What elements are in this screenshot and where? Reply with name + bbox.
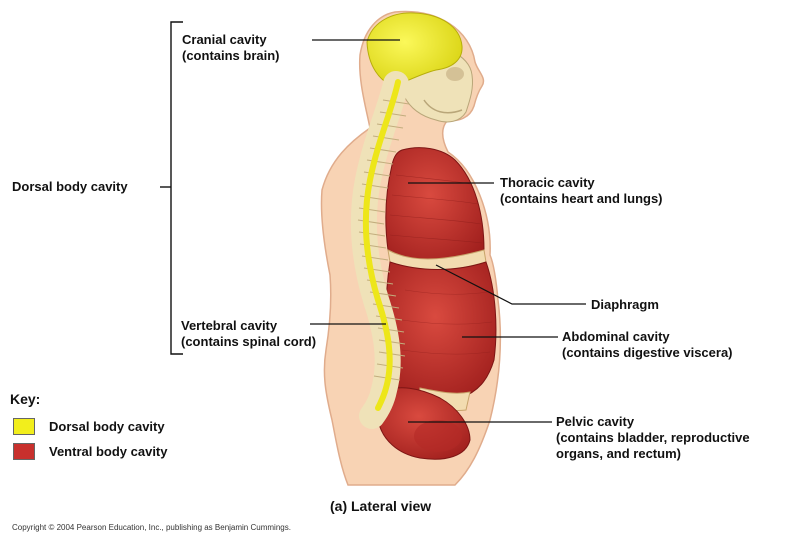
key-title: Key: <box>10 391 41 407</box>
label-abdominal-sub: (contains digestive viscera) <box>562 345 733 360</box>
label-abdominal-cavity: Abdominal cavity (contains digestive vis… <box>562 329 733 361</box>
label-pelvic-cavity: Pelvic cavity (contains bladder, reprodu… <box>556 414 750 462</box>
label-cranial-title: Cranial cavity <box>182 32 267 47</box>
label-dorsal-body-cavity: Dorsal body cavity <box>12 179 128 195</box>
bladder <box>414 420 462 452</box>
label-vertebral-cavity: Vertebral cavity (contains spinal cord) <box>181 318 316 350</box>
key-item-ventral: Ventral body cavity <box>13 442 168 460</box>
label-vertebral-sub: (contains spinal cord) <box>181 334 317 349</box>
label-abdominal-title: Abdominal cavity <box>562 329 670 344</box>
leader-lines <box>310 39 586 423</box>
label-thoracic-sub: (contains heart and lungs) <box>500 191 663 206</box>
label-dorsal-title: Dorsal body cavity <box>12 179 128 194</box>
dorsal-swatch <box>13 417 35 435</box>
label-pelvic-title: Pelvic cavity <box>556 414 635 429</box>
label-pelvic-sub-2: organs, and rectum) <box>556 446 681 461</box>
abdominal-striations <box>401 289 493 355</box>
orbit <box>446 67 464 81</box>
vertebral-cavity-region <box>362 79 401 411</box>
key-item-dorsal: Dorsal body cavity <box>13 417 165 435</box>
label-cranial-cavity: Cranial cavity (contains brain) <box>182 32 280 64</box>
dorsal-bracket <box>170 21 183 355</box>
label-vertebral-title: Vertebral cavity <box>181 318 278 333</box>
figure-caption: (a) Lateral view <box>330 498 432 514</box>
label-diaphragm-title: Diaphragm <box>591 297 659 312</box>
key-label-dorsal: Dorsal body cavity <box>49 418 165 434</box>
key-label-ventral: Ventral body cavity <box>49 443 168 459</box>
abdominal-cavity-region <box>385 261 497 399</box>
label-thoracic-title: Thoracic cavity <box>500 175 595 190</box>
thoracic-cavity-region <box>385 147 485 267</box>
jaw <box>423 99 463 114</box>
label-pelvic-sub-1: (contains bladder, reproductive <box>556 430 750 445</box>
label-thoracic-cavity: Thoracic cavity (contains heart and lung… <box>500 175 663 207</box>
label-cranial-sub: (contains brain) <box>182 48 280 63</box>
ventral-swatch <box>13 442 35 460</box>
copyright-notice: Copyright © 2004 Pearson Education, Inc.… <box>12 523 291 532</box>
label-diaphragm: Diaphragm <box>591 297 659 313</box>
